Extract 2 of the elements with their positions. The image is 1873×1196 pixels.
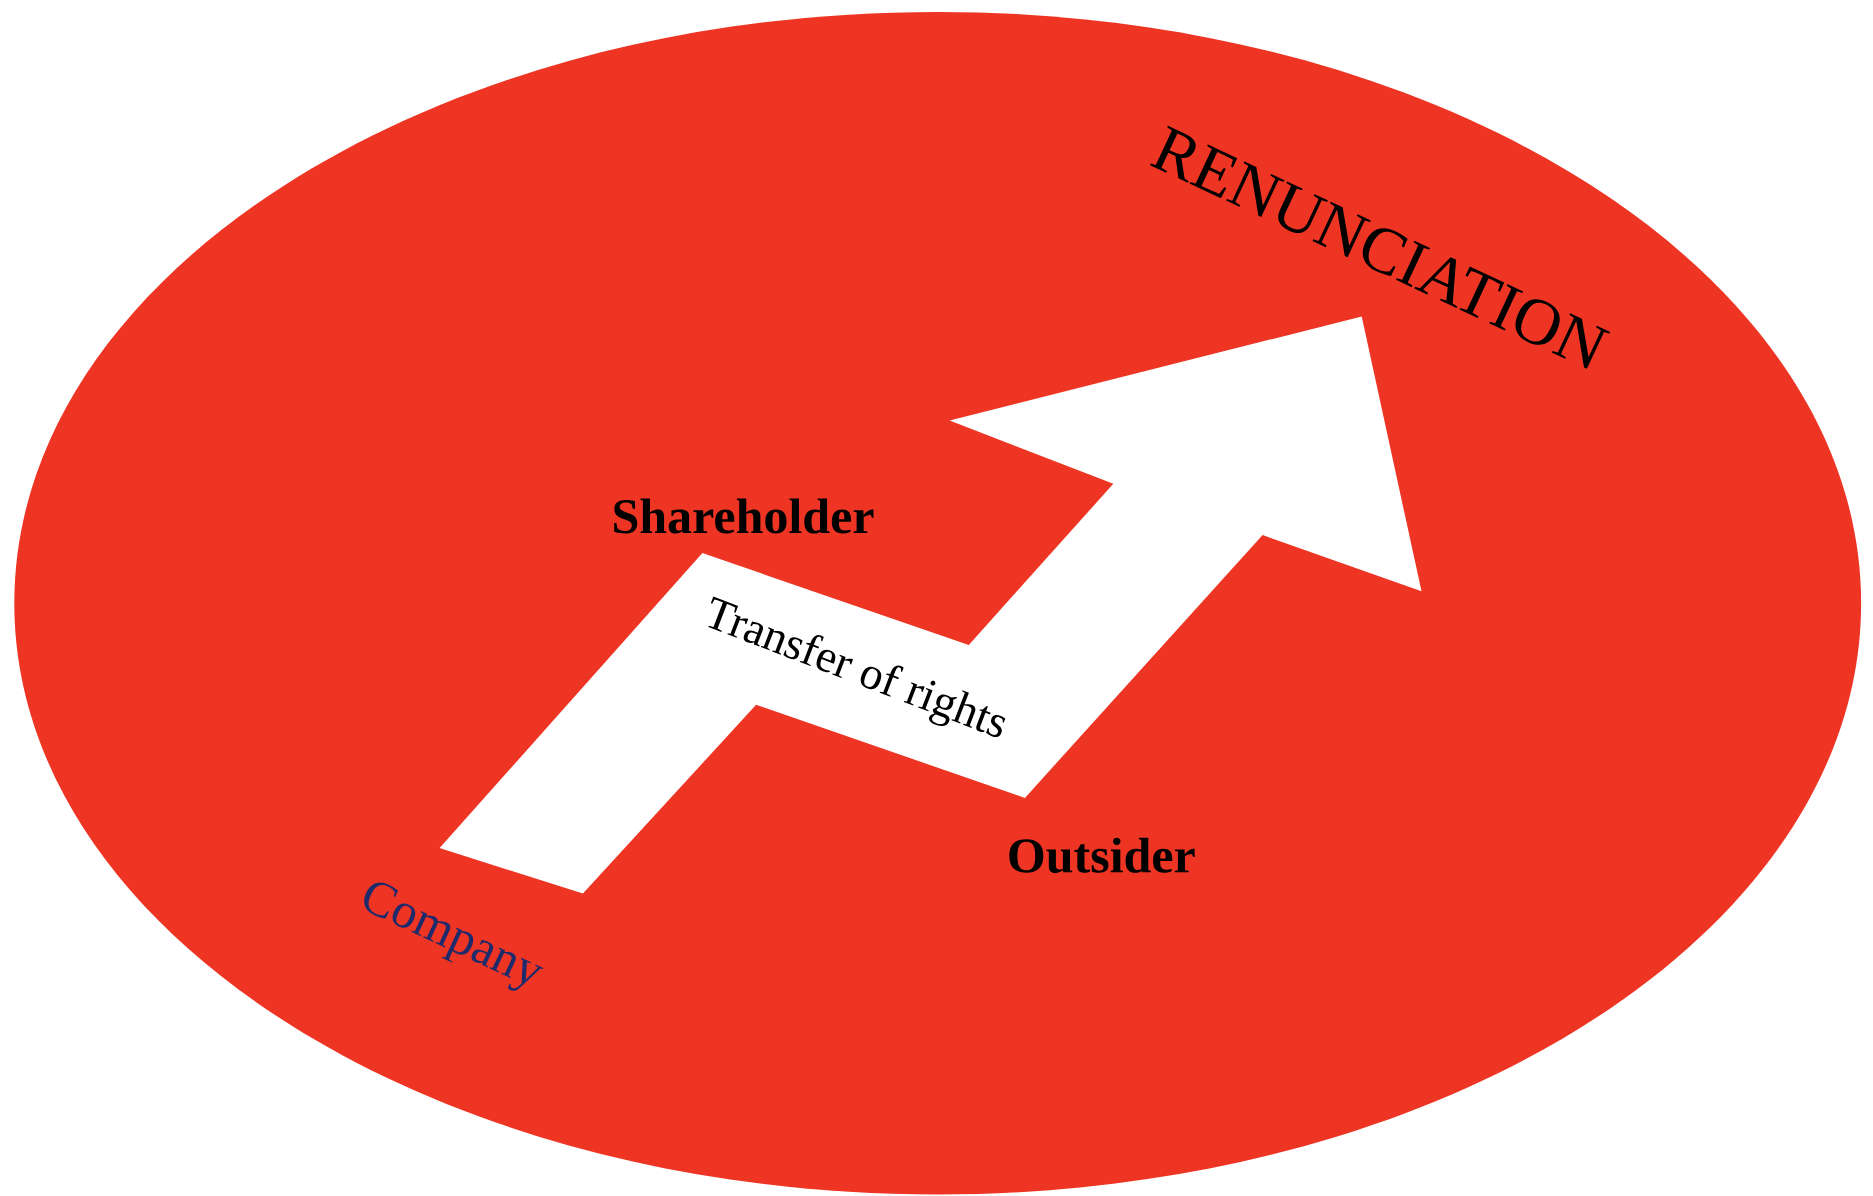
label: Outsider: [1009, 837, 1195, 873]
label: Shareholder: [614, 498, 874, 534]
